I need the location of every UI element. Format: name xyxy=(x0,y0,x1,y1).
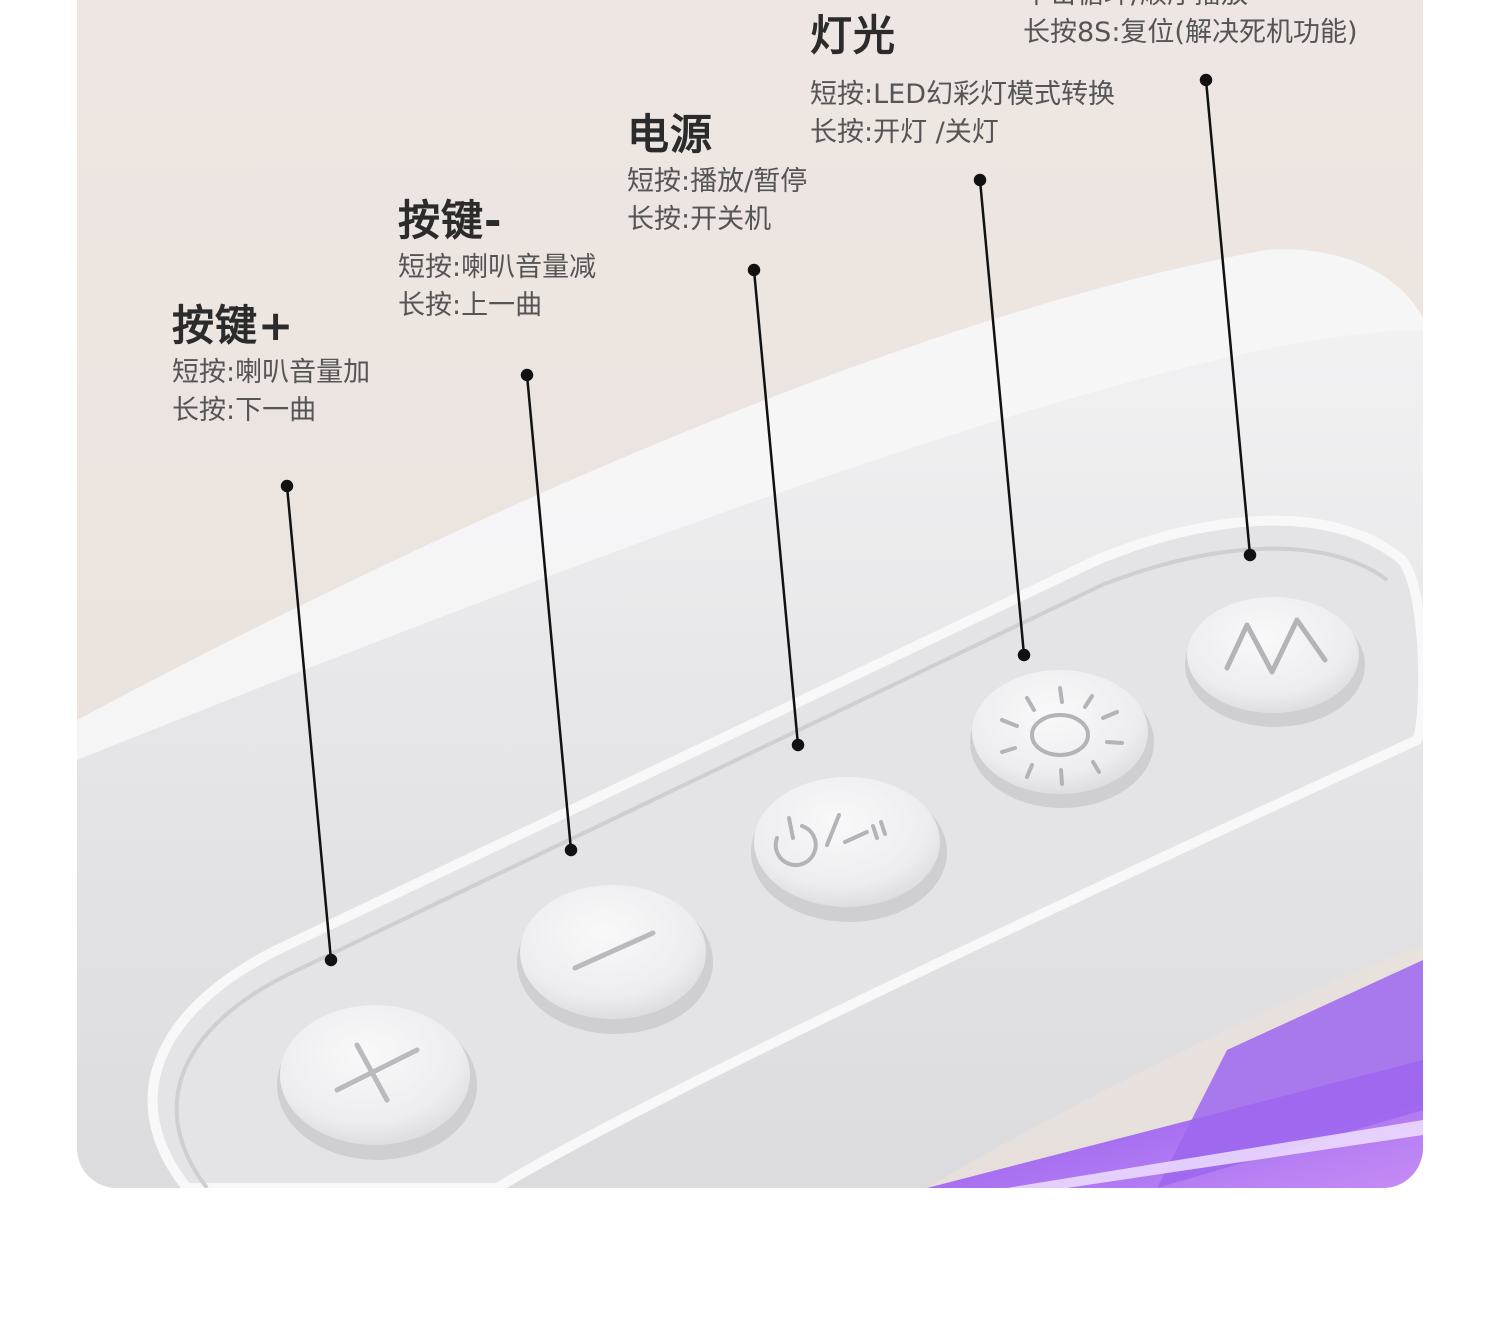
m-icon xyxy=(1224,617,1328,675)
light-button[interactable] xyxy=(970,670,1154,808)
led-light-strip xyxy=(927,960,1423,1188)
plus-button[interactable] xyxy=(277,1005,477,1160)
callout-power-title: 电源 xyxy=(627,110,714,159)
callout-mode: 单击循环/顺序播放 长按8S:复位(解决死机功能) xyxy=(1023,0,1357,52)
callout-minus-title: 按键- xyxy=(398,196,503,245)
minus-icon xyxy=(572,930,656,971)
mode-button[interactable] xyxy=(1185,597,1365,727)
product-panel xyxy=(77,0,1423,1188)
speaker-illustration xyxy=(77,73,1423,1188)
callout-power: 电源 短按:播放/暂停 长按:开关机 xyxy=(627,107,807,239)
callout-plus-short: 短按:喇叭音量加 xyxy=(172,357,371,388)
play-pause-power-icon xyxy=(773,813,887,867)
callout-power-long: 长按:开关机 xyxy=(627,204,772,235)
callout-minus-long: 长按:上一曲 xyxy=(398,290,543,321)
callout-plus-long: 长按:下一曲 xyxy=(172,395,317,426)
callout-light-long: 长按:开灯 /关灯 xyxy=(810,117,999,148)
callout-power-short: 短按:播放/暂停 xyxy=(627,166,808,197)
callout-plus: 按键+ 短按:喇叭音量加 长按:下一曲 xyxy=(172,298,370,430)
callout-light-title: 灯光 xyxy=(810,11,897,60)
sun-icon xyxy=(1000,686,1124,786)
callout-mode-partial: 单击循环/顺序播放 xyxy=(1023,0,1357,14)
callout-minus-short: 短按:喇叭音量减 xyxy=(398,252,597,283)
callout-mode-long: 长按8S:复位(解决死机功能) xyxy=(1023,17,1358,48)
plus-icon xyxy=(334,1042,420,1103)
callout-light-short: 短按:LED幻彩灯模式转换 xyxy=(810,79,1115,110)
power-button[interactable] xyxy=(751,777,947,922)
callout-plus-title: 按键+ xyxy=(172,301,295,350)
callout-minus: 按键- 短按:喇叭音量减 长按:上一曲 xyxy=(398,193,596,325)
leader-lines xyxy=(280,73,1257,967)
minus-button[interactable] xyxy=(517,885,713,1034)
callout-light: 灯光 短按:LED幻彩灯模式转换 长按:开灯 /关灯 xyxy=(810,8,1115,152)
